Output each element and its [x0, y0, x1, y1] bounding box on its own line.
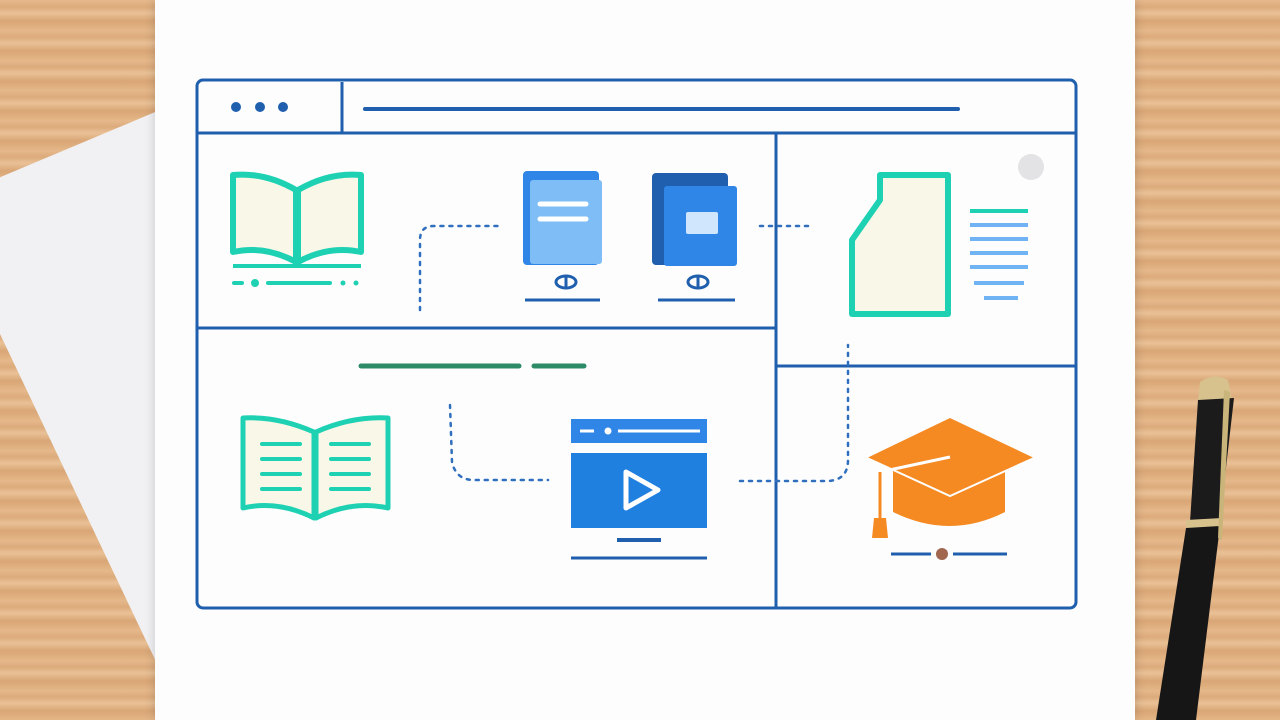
graduation-cap-icon: [866, 418, 1035, 560]
pen-clip: [1218, 390, 1230, 540]
window-frame: [195, 78, 1078, 610]
fountain-pen: [1156, 376, 1234, 720]
open-book-icon: [230, 171, 364, 287]
browser-window: [195, 78, 1078, 610]
dotted-connectors: [418, 224, 850, 483]
book-lines-icon: [240, 415, 391, 521]
titlebar: [231, 102, 960, 112]
document-icon: [523, 171, 602, 302]
window-dot-1: [231, 102, 241, 112]
paper-sheet: [155, 0, 1135, 720]
circle-badge-icon: [1018, 154, 1044, 180]
video-player-icon: [571, 419, 707, 560]
window-dot-2: [255, 102, 265, 112]
notes-document-icon: [849, 154, 1044, 317]
play-icon: [623, 469, 661, 511]
window-dot-3: [278, 102, 288, 112]
cap-tassel: [872, 518, 888, 538]
connector-4: [738, 343, 850, 483]
file-stack-icon: [652, 173, 737, 302]
connector-1: [418, 224, 502, 312]
connector-3: [448, 403, 550, 482]
